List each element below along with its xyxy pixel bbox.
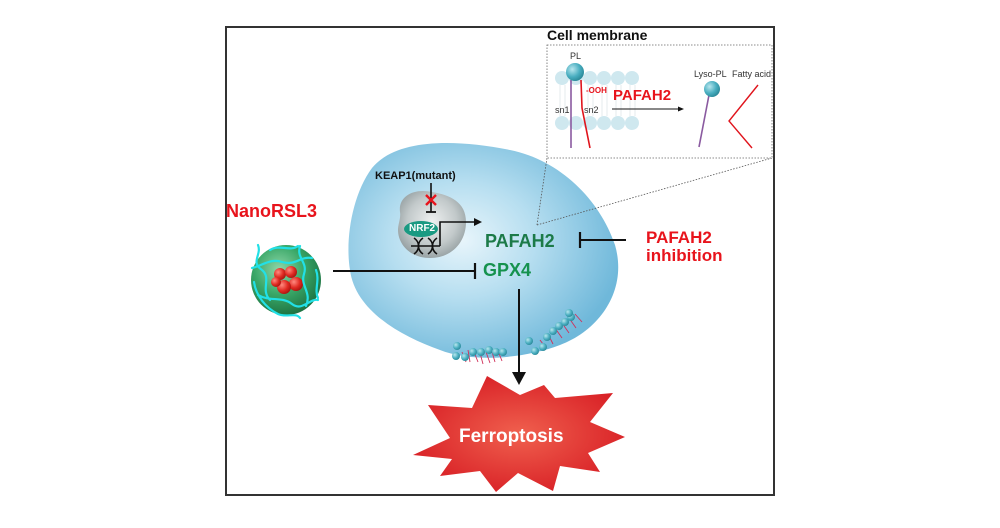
inset-title: Cell membrane <box>547 27 648 43</box>
fatty-acid <box>728 84 759 149</box>
gpx4-label: GPX4 <box>483 260 532 280</box>
transcription-arrowhead <box>474 218 482 226</box>
oxidized-lipids-left <box>452 342 507 365</box>
inset-enzyme-label: PAFAH2 <box>613 87 672 104</box>
nanorsl3-label: NanoRSL3 <box>226 201 318 221</box>
lyso-pl-chain <box>698 94 710 148</box>
pafah2-inhibition-line2: inhibition <box>646 246 723 265</box>
ooh-label: -OOH <box>586 86 607 95</box>
reaction-arrowhead <box>678 106 684 112</box>
nanoparticle-core <box>251 245 321 315</box>
lyso-pl-head <box>704 81 720 97</box>
rsl3-payload <box>271 266 303 294</box>
nrf2-label: NRF2 <box>409 223 436 234</box>
pl-label: PL <box>570 51 582 61</box>
polymer-chains <box>250 243 320 320</box>
nrf2-ellipse <box>404 221 438 237</box>
oxidized-lipids-right <box>525 309 583 355</box>
bilayer-tails <box>559 85 636 116</box>
fatty-acid-label: Fatty acid <box>732 69 772 79</box>
ferroptosis-arrowhead <box>512 372 526 385</box>
nanorsl3-particle <box>250 243 321 320</box>
cell-membrane-inset <box>546 44 773 159</box>
dna-icon <box>411 237 440 255</box>
pl-head <box>566 63 584 81</box>
inset-box <box>546 44 773 159</box>
bilayer-lower-heads <box>555 116 639 130</box>
lyso-pl-label: Lyso-PL <box>694 69 727 79</box>
transcription-arrow <box>439 221 476 246</box>
pafah2-label: PAFAH2 <box>485 231 555 251</box>
sn1-label: sn1 <box>555 105 570 115</box>
ferroptosis-burst <box>413 376 625 492</box>
zoom-line-left <box>536 157 548 226</box>
ferroptosis-label: Ferroptosis <box>459 426 564 447</box>
blocked-x-icon <box>425 194 437 206</box>
pafah2-inhibition-line1: PAFAH2 <box>646 228 712 247</box>
keap1-label: KEAP1(mutant) <box>375 170 456 182</box>
sn2-chain <box>580 79 591 149</box>
sn2-label: sn2 <box>584 105 599 115</box>
